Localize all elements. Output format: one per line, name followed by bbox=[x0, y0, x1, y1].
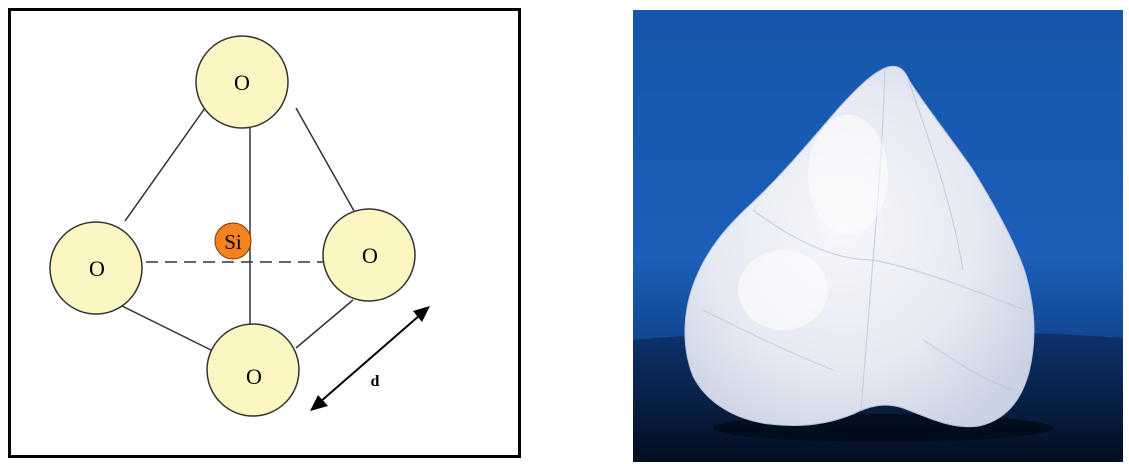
tetrahedron-diagram: O O O O Si d bbox=[8, 8, 521, 458]
atom-label-center: Si bbox=[224, 230, 242, 254]
oxygen-atom-top: O bbox=[196, 36, 288, 128]
quartz-specimen-photo bbox=[633, 10, 1123, 462]
atom-label-left: O bbox=[89, 256, 105, 281]
oxygen-atom-left: O bbox=[50, 222, 142, 314]
atom-label-right: O bbox=[362, 243, 378, 268]
atom-label-top: O bbox=[234, 70, 250, 95]
silicon-atom: Si bbox=[215, 223, 251, 259]
atom-label-bottom: O bbox=[246, 364, 262, 389]
oxygen-atom-bottom: O bbox=[207, 324, 299, 416]
distance-label: d bbox=[371, 373, 380, 390]
oxygen-atom-right: O bbox=[323, 209, 415, 301]
